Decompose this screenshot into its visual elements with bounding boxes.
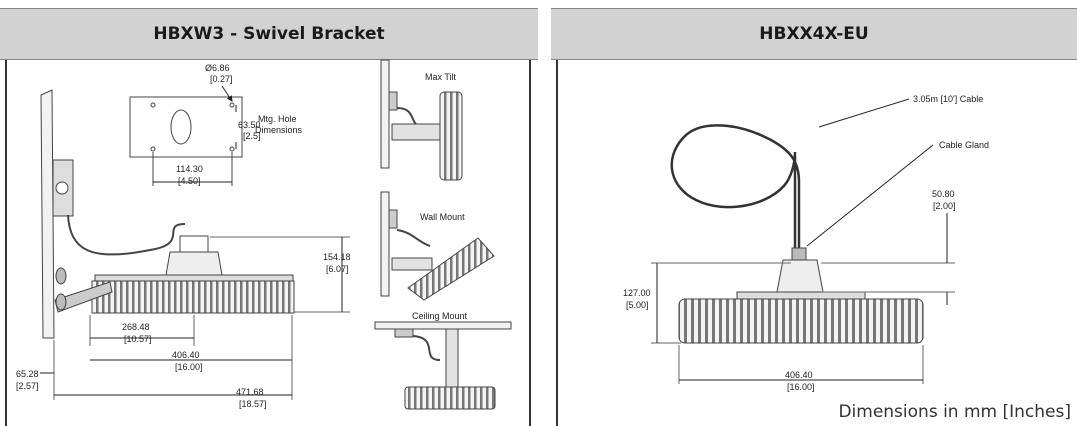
gland-height-inch-label: [2.00] xyxy=(933,201,956,211)
gland-height-label: 50.80 xyxy=(932,189,955,199)
hole-dia-label: Ø6.86 xyxy=(205,63,230,73)
mtg-dimensions-label: Dimensions xyxy=(255,125,303,135)
wall-mount-label: Wall Mount xyxy=(420,212,465,222)
height-label: 154.18 xyxy=(323,252,351,262)
max-tilt-view xyxy=(380,59,463,181)
panel-title: HBXX4X-EU xyxy=(551,8,1077,60)
diameter-label: 406.40 xyxy=(172,350,200,360)
ceiling-mount-label: Ceiling Mount xyxy=(412,311,468,321)
cable-label: 3.05m [10'] Cable xyxy=(913,94,983,104)
hole-spacing-h-inch-label: [4.50] xyxy=(178,176,201,186)
ceiling-mount-view xyxy=(374,321,512,410)
max-tilt-label: Max Tilt xyxy=(425,72,457,82)
overall-inch-label: [18.57] xyxy=(239,399,267,409)
bracket-label: 65.28 xyxy=(16,369,39,379)
diameter-inch-label: [16.00] xyxy=(175,362,203,372)
offset-inch-label: [10.57] xyxy=(124,334,152,344)
hole-dia-inch-label: [0.27] xyxy=(210,74,233,84)
panel-title: HBXW3 - Swivel Bracket xyxy=(0,8,538,60)
swivel-bracket-panel: HBXW3 - Swivel Bracket Ø6.86 [0.27] 63.5… xyxy=(0,0,538,426)
wall-mount-view xyxy=(380,191,495,301)
swivel-bracket-drawing: Ø6.86 [0.27] 63.50 [2.5] Mtg. Hole Dimen… xyxy=(16,59,512,410)
hbxx4x-drawing: 3.05m [10'] Cable Cable Gland 50.80 [2.0… xyxy=(623,94,989,392)
gland-label: Cable Gland xyxy=(939,140,989,150)
diameter-label: 406.40 xyxy=(785,370,813,380)
hole-spacing-h-label: 114.30 xyxy=(176,164,203,174)
height-label: 127.00 xyxy=(623,288,651,298)
hole-spacing-v-inch-label: [2.5] xyxy=(243,131,261,141)
fixture-side-view xyxy=(40,89,295,339)
offset-label: 268.48 xyxy=(122,322,150,332)
fixture-front-view xyxy=(670,124,924,344)
diameter-inch-label: [16.00] xyxy=(787,382,815,392)
height-inch-label: [5.00] xyxy=(626,300,649,310)
height-inch-label: [6.07] xyxy=(326,264,349,274)
overall-label: 471.68 xyxy=(236,387,264,397)
mtg-hole-label: Mtg. Hole xyxy=(258,114,297,124)
units-note: Dimensions in mm [Inches] xyxy=(838,402,1071,422)
hbxx4x-panel: HBXX4X-EU 3.05m [10'] Cable Cable Gland … xyxy=(551,0,1077,426)
hole-spacing-v-label: 63.50 xyxy=(238,120,261,130)
bracket-inch-label: [2.57] xyxy=(16,381,39,391)
panel-gap xyxy=(538,0,551,426)
mounting-plate xyxy=(129,96,243,158)
